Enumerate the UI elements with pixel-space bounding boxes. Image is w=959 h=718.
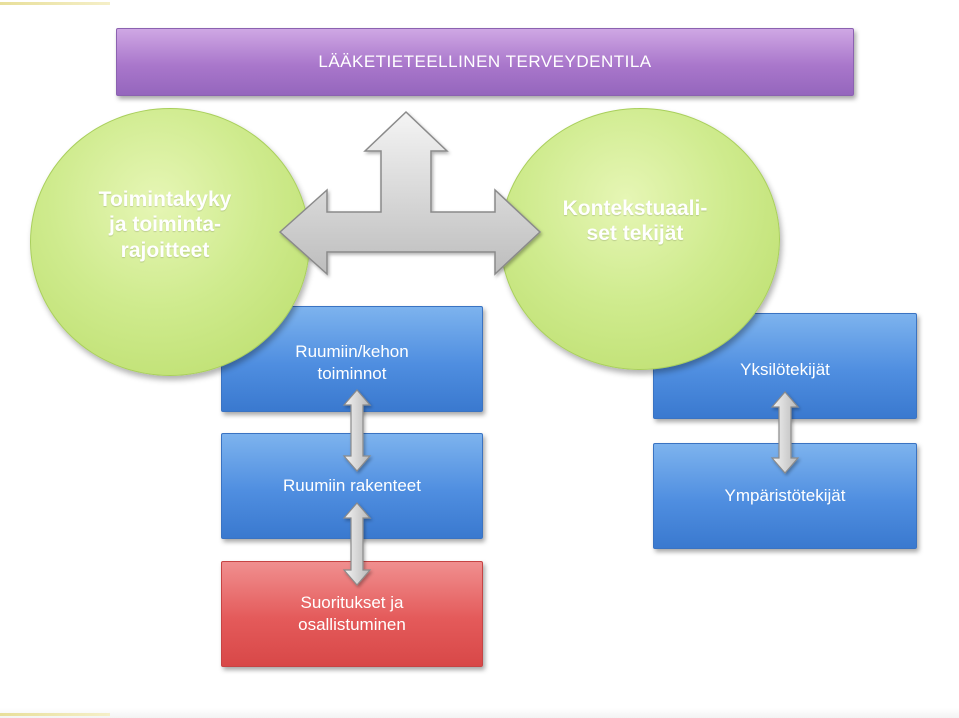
circle-contextual-factors: Kontekstuaali- set tekijät xyxy=(500,108,780,370)
box-activities-participation-label: Suoritukset ja osallistuminen xyxy=(298,592,406,634)
header-box-medical-health: LÄÄKETIETEELLINEN TERVEYDENTILA xyxy=(116,28,854,96)
header-title: LÄÄKETIETEELLINEN TERVEYDENTILA xyxy=(318,51,652,71)
box-body-structures: Ruumiin rakenteet xyxy=(221,433,483,539)
circle-functioning-disability: Toimintakyky ja toiminta- rajoitteet xyxy=(30,108,310,376)
box-personal-factors-label: Yksilötekijät xyxy=(740,359,830,379)
circle-functioning-disability-label: Toimintakyky ja toiminta- rajoitteet xyxy=(98,188,232,262)
box-body-structures-label: Ruumiin rakenteet xyxy=(283,475,421,495)
circle-contextual-factors-label: Kontekstuaali- set tekijät xyxy=(562,196,708,245)
box-body-functions-label: Ruumiin/kehon toiminnot xyxy=(295,341,409,383)
bottom-strip xyxy=(0,708,959,718)
box-activities-participation: Suoritukset ja osallistuminen xyxy=(221,561,483,667)
box-environmental-factors-label: Ympäristötekijät xyxy=(724,485,846,505)
top-decorative-line xyxy=(0,2,110,5)
box-environmental-factors: Ympäristötekijät xyxy=(653,443,917,549)
bottom-decorative-line xyxy=(0,713,110,716)
